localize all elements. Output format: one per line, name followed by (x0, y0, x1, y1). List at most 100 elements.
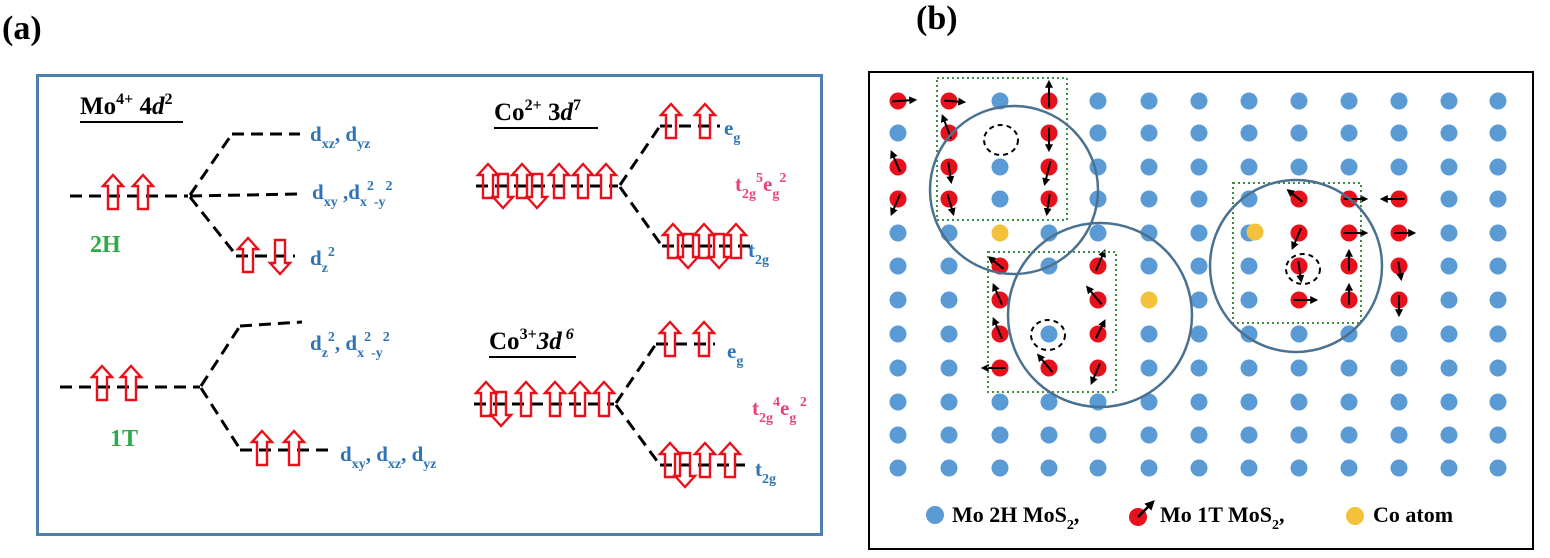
orb-1t-bot: dxy, dxz, dyz (340, 442, 437, 472)
mo-2h-site (940, 459, 958, 477)
vacancy-ring (1030, 319, 1066, 351)
mo-2h-site (1340, 124, 1358, 142)
mo-2h-site (1190, 426, 1208, 444)
mo-2h-site (1240, 325, 1258, 343)
co3-config: t2g4eg 2 (752, 395, 807, 426)
mo-2h-site (889, 124, 907, 142)
co2-title: Co2+ 3d7 (494, 97, 581, 126)
mo-2h-site (1040, 459, 1058, 477)
mo-2h-site (1440, 158, 1458, 176)
co2-config: t2g5eg2 (735, 171, 786, 202)
mo-2h-site (991, 426, 1009, 444)
mo-2h-site (1290, 426, 1308, 444)
spin-arrow (890, 193, 902, 216)
mo-2h-site (1440, 426, 1458, 444)
mo-2h-site (940, 359, 958, 377)
mo-2h-site (1390, 158, 1408, 176)
mo-2h-site (1489, 426, 1507, 444)
spin-arrow (1291, 227, 1303, 250)
spin-arrow (1085, 285, 1103, 305)
mo-2h-site (1390, 459, 1408, 477)
orb-2h-mid: dxy ,dx2-y2 (312, 179, 393, 210)
splitting-1t (60, 320, 330, 452)
mo-2h-site (1489, 393, 1507, 411)
cluster-box (1232, 182, 1362, 324)
mo-2h-site (1440, 393, 1458, 411)
spin-arrow (1094, 249, 1106, 272)
mo-2h-site (1390, 393, 1408, 411)
phase-1t-label: 1T (110, 426, 138, 452)
mo-2h-site (940, 325, 958, 343)
mo-2h-site (991, 158, 1009, 176)
cluster-box (936, 77, 1068, 221)
mo-2h-site (1340, 158, 1358, 176)
spin-arrow (1286, 189, 1304, 203)
orb-1t-top: dz2, dx2-y2 (310, 330, 390, 361)
mo-2h-site (1190, 158, 1208, 176)
mo-2h-site (1190, 124, 1208, 142)
mo-2h-site (1140, 325, 1158, 343)
mo-2h-site (1489, 359, 1507, 377)
co2-eg-label: eg (724, 116, 740, 146)
mo-2h-site (1290, 92, 1308, 110)
panel-a: Mo4+ 4d2 dxz, dyz dxy ,dx2-y2 dz2 2H (60, 91, 807, 489)
mo-2h-site (1340, 359, 1358, 377)
mo-2h-site (1489, 257, 1507, 275)
cluster-circle (1208, 178, 1384, 354)
panel-a-frame (36, 74, 823, 536)
mo-2h-site (1440, 224, 1458, 242)
spin-arrow (1090, 362, 1102, 385)
legend-arrow-icon (1137, 500, 1155, 518)
mo-2h-site (1040, 393, 1058, 411)
mo-2h-site (889, 291, 907, 309)
phase-2h-label: 2H (90, 232, 121, 258)
spin-arrow (1095, 319, 1106, 339)
vacancy-ring (983, 124, 1019, 156)
mo-2h-site (1240, 291, 1258, 309)
mo-2h-site (1489, 158, 1507, 176)
mo-2h-site (1290, 459, 1308, 477)
mo-2h-site (1240, 124, 1258, 142)
spin-arrow (1296, 260, 1305, 284)
mo-2h-site (1489, 190, 1507, 208)
spin-arrow (987, 256, 1005, 270)
vacancy-ring (1285, 253, 1321, 285)
mo-2h-site (1089, 224, 1107, 242)
mo-2h-site (1440, 190, 1458, 208)
mo-2h-site (1089, 426, 1107, 444)
mo-2h-site (1190, 359, 1208, 377)
co3-title: Co3+3d 6 (489, 326, 574, 355)
mo-2h-site (940, 393, 958, 411)
mo-2h-site (1340, 393, 1358, 411)
mo-2h-site (1340, 459, 1358, 477)
mo-2h-site (1140, 124, 1158, 142)
mo-2h-site (1440, 359, 1458, 377)
panel-a-label: (a) (2, 10, 42, 47)
mo-2h-site (1040, 325, 1058, 343)
mo-2h-site (1040, 224, 1058, 242)
mo-2h-site (1440, 325, 1458, 343)
mo-2h-site (1340, 92, 1358, 110)
mo-2h-site (1240, 92, 1258, 110)
mo-2h-site (1089, 459, 1107, 477)
mo-2h-site (1140, 359, 1158, 377)
mo-2h-site (1240, 459, 1258, 477)
mo-2h-site (1290, 124, 1308, 142)
mo-2h-site (1440, 257, 1458, 275)
panel-b-frame (868, 71, 1534, 550)
legend-mo-2h: Mo 2H MoS2, (952, 502, 1079, 533)
mo-2h-site (889, 224, 907, 242)
spin-arrow (992, 283, 1004, 306)
mo-2h-site (1390, 426, 1408, 444)
legend-blue-dot (926, 506, 944, 524)
panel-b-label: (b) (916, 0, 958, 37)
mo-2h-site (1390, 124, 1408, 142)
legend-co: Co atom (1373, 502, 1453, 527)
cluster-box (987, 251, 1117, 393)
mo-2h-site (1140, 459, 1158, 477)
spin-arrow (890, 150, 902, 173)
legend-yellow-dot (1346, 507, 1364, 525)
mo-2h-site (940, 257, 958, 275)
mo-2h-site (1489, 124, 1507, 142)
mo-2h-site (1489, 325, 1507, 343)
